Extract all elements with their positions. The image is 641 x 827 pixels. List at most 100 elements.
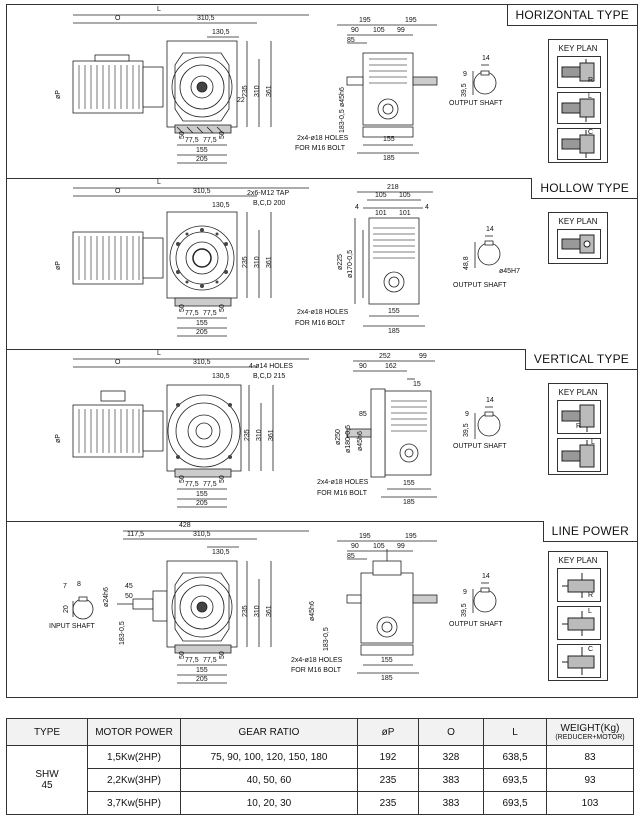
pcd-label: B,C,D 200 [253, 200, 286, 207]
side-phi250: ø250 [335, 429, 342, 445]
key-plan-r: R [557, 568, 601, 602]
dim-205: 205 [196, 676, 208, 683]
gearmotor-drawing [72, 14, 497, 164]
panel-title: LINE POWER [542, 521, 637, 542]
cell-l: 693,5 [483, 791, 547, 815]
key-plan: KEY PLAN R L [548, 383, 608, 475]
table-row: 2,2Kw(3HP) 40, 50, 60 235 383 693,5 93 [7, 768, 634, 792]
key-plan-l: L [557, 438, 601, 472]
side-4-a: 4 [355, 204, 359, 211]
cell-ratio: 75, 90, 100, 120, 150, 180 [180, 745, 358, 769]
panel-hollow-type: HOLLOW TYPE [7, 178, 637, 350]
key-mark-c: C [588, 646, 594, 653]
dim-O: O [115, 15, 121, 22]
dim-130-5: 130,5 [212, 549, 230, 556]
dim-phi-P: øP [55, 434, 62, 443]
input-8: 8 [77, 581, 81, 588]
bolt-label: FOR M16 BOLT [317, 490, 368, 497]
side-155: 155 [388, 308, 400, 315]
dim-235: 235 [244, 429, 251, 441]
side-phi45h6: ø45h6 [357, 431, 364, 451]
dim-310: 310 [254, 256, 261, 268]
shaft-14: 14 [486, 397, 494, 404]
holes-4-label: 4-ø14 HOLES [249, 363, 293, 370]
cell-l: 693,5 [483, 768, 547, 792]
dim-117-5: 117,5 [127, 531, 144, 538]
cell-o: 328 [418, 745, 484, 769]
side-162: 162 [385, 363, 397, 370]
tap-label: 2x6-M12 TAP [247, 190, 290, 197]
header-o: O [418, 718, 484, 746]
key-plan-title: KEY PLAN [558, 388, 598, 397]
dim-50-right: 50 [219, 475, 226, 483]
side-90: 90 [351, 543, 359, 550]
dim-77-5-a: 77,5 [185, 137, 199, 144]
dim-361: 361 [266, 256, 273, 268]
key-mark-r: R [588, 592, 594, 599]
dim-L: L [157, 350, 161, 357]
panel-title: HOLLOW TYPE [531, 178, 637, 199]
dim-310-5: 310,5 [193, 188, 211, 195]
input-50: 50 [125, 593, 133, 600]
bolt-label: FOR M16 BOLT [295, 320, 346, 327]
header-weight: WEIGHT(Kg) (REDUCER+MOTOR) [546, 718, 634, 746]
dim-361: 361 [268, 429, 275, 441]
side-218: 218 [387, 184, 399, 191]
key-mark-l: L [588, 93, 592, 100]
table-row: SHW 45 1,5Kw(2HP) 75, 90, 100, 120, 150,… [6, 745, 634, 815]
output-shaft-label: OUTPUT SHAFT [449, 621, 503, 628]
mounting-holes-label: 2x4-ø18 HOLES [297, 309, 349, 316]
cell-ratio: 40, 50, 60 [180, 768, 358, 792]
header-weight-sub: (REDUCER+MOTOR) [555, 733, 625, 741]
side-4-b: 4 [425, 204, 429, 211]
gearmotor-drawing [72, 530, 497, 684]
side-99: 99 [419, 353, 427, 360]
cell-p: 235 [357, 791, 419, 815]
dim-361: 361 [266, 85, 273, 97]
dim-77-5-a: 77,5 [185, 310, 199, 317]
input-20: 20 [63, 605, 70, 613]
mounting-holes-label: 2x4-ø18 HOLES [317, 479, 369, 486]
cell-p: 192 [357, 745, 419, 769]
cell-motor: 1,5Kw(2HP) [87, 745, 181, 769]
shaft-9: 9 [463, 589, 467, 596]
panel-line-power: LINE POWER [7, 521, 637, 697]
key-plan-r: R [557, 56, 601, 88]
shaft-14: 14 [482, 573, 490, 580]
cell-weight: 103 [546, 791, 634, 815]
side-185: 185 [381, 675, 393, 682]
dim-235: 235 [242, 85, 249, 97]
type-size: 45 [41, 780, 53, 791]
cell-weight: 93 [546, 768, 634, 792]
key-plan-l: L [557, 92, 601, 124]
cell-o: 383 [418, 768, 484, 792]
cell-o: 383 [418, 791, 484, 815]
cell-weight: 83 [546, 745, 634, 769]
gearmotor-drawing [72, 187, 501, 337]
side-85: 85 [347, 553, 355, 560]
side-252: 252 [379, 353, 391, 360]
dim-130-5: 130,5 [212, 29, 230, 36]
panel-vertical-type: VERTICAL TYPE [7, 349, 637, 522]
side-185: 185 [403, 499, 415, 506]
drawing-sheet: HORIZONTAL TYPE [6, 4, 638, 698]
side-99: 99 [397, 543, 405, 550]
dim-155: 155 [196, 667, 208, 674]
key-mark-r: R [588, 77, 594, 84]
side-101-a: 101 [375, 210, 387, 217]
type-cell: SHW 45 [6, 745, 88, 815]
shaft-14: 14 [482, 55, 490, 62]
key-plan-c: C [557, 128, 601, 160]
dim-50-right: 50 [219, 651, 226, 659]
cell-ratio: 10, 20, 30 [180, 791, 358, 815]
side-phi225: ø225 [337, 254, 344, 270]
key-mark-r: R [576, 423, 582, 430]
dim-L: L [157, 6, 161, 13]
dim-O: O [115, 359, 121, 366]
shaft-48-8: 48,8 [463, 256, 470, 270]
side-105-b: 105 [399, 192, 411, 199]
shaft-39-5: 39,5 [463, 423, 470, 437]
key-plan-l: L [557, 606, 601, 640]
side-85: 85 [347, 37, 355, 44]
dim-428: 428 [179, 522, 191, 529]
